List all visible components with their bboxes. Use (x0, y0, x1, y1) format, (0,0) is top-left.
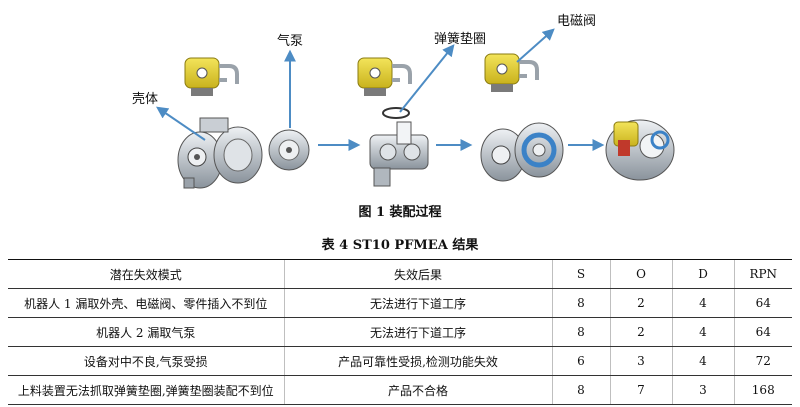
cell-rpn: 168 (733, 375, 792, 405)
callout-solenoid-valve: 电磁阀 (557, 14, 596, 29)
cell-rpn: 72 (733, 346, 792, 376)
header-rpn: RPN (733, 259, 792, 289)
spring-washer-part (382, 107, 410, 119)
callout-spring-washer: 弹簧垫圈 (434, 31, 486, 47)
table-caption: 表 4 ST10 PFMEA 结果 (321, 238, 479, 253)
cell-severity: 8 (551, 288, 610, 318)
table-row: 上料装置无法抓取弹簧垫圈,弹簧垫圈装配不到位 产品不合格 8 7 3 168 (8, 375, 792, 405)
cell-occurrence: 3 (609, 346, 672, 376)
cell-severity: 8 (551, 375, 610, 405)
table-row: 机器人 2 漏取气泵 无法进行下道工序 8 2 4 64 (8, 317, 792, 347)
callout-air-pump: 气泵 (277, 33, 303, 49)
header-detection: D (671, 259, 734, 289)
cell-detection: 3 (671, 375, 734, 405)
callout-arrow-solenoid-valve (516, 28, 555, 63)
final-assembly-part (605, 119, 675, 181)
cell-rpn: 64 (733, 317, 792, 347)
callout-arrow-shell (156, 106, 206, 141)
header-failure-mode: 潜在失效模式 (8, 259, 284, 289)
shell-part (177, 117, 263, 189)
callout-shell: 壳体 (132, 92, 158, 107)
cell-detection: 4 (671, 346, 734, 376)
cell-detection: 4 (671, 288, 734, 318)
cell-failure-mode: 机器人 2 漏取气泵 (8, 317, 284, 347)
cell-occurrence: 2 (609, 317, 672, 347)
cell-rpn: 64 (733, 288, 792, 318)
cell-failure-mode: 上料装置无法抓取弹簧垫圈,弹簧垫圈装配不到位 (8, 375, 284, 405)
cell-failure-effect: 无法进行下道工序 (283, 288, 552, 318)
header-failure-effect: 失效后果 (283, 259, 552, 289)
table-row: 机器人 1 漏取外壳、电磁阀、零件插入不到位 无法进行下道工序 8 2 4 64 (8, 288, 792, 318)
cell-occurrence: 2 (609, 288, 672, 318)
cell-detection: 4 (671, 317, 734, 347)
table-row: 设备对中不良,气泵受损 产品可靠性受损,检测功能失效 6 3 4 72 (8, 346, 792, 376)
shell-with-pump-part (480, 122, 564, 182)
robot-gripper-3 (484, 53, 539, 92)
assembly-process-figure: 壳体 气泵 弹簧垫圈 电磁阀 (132, 14, 675, 189)
pfmea-table: 潜在失效模式 失效后果 S O D RPN 机器人 1 漏取外壳、电磁阀、零件插… (8, 259, 792, 405)
cell-failure-mode: 设备对中不良,气泵受损 (8, 346, 284, 376)
cell-failure-effect: 产品可靠性受损,检测功能失效 (283, 346, 552, 376)
robot-gripper-1 (184, 57, 239, 96)
cell-failure-mode: 机器人 1 漏取外壳、电磁阀、零件插入不到位 (8, 288, 284, 318)
cell-failure-effect: 无法进行下道工序 (283, 317, 552, 347)
cell-severity: 8 (551, 317, 610, 347)
robot-gripper-2 (357, 57, 412, 96)
valve-assembly-part (369, 121, 429, 187)
header-severity: S (551, 259, 610, 289)
figure-caption: 图 1 装配过程 (358, 205, 442, 220)
cell-occurrence: 7 (609, 375, 672, 405)
callout-arrow-spring-washer (399, 44, 455, 113)
table-header-row: 潜在失效模式 失效后果 S O D RPN (8, 259, 792, 289)
cell-failure-effect: 产品不合格 (283, 375, 552, 405)
cell-severity: 6 (551, 346, 610, 376)
air-pump-part (268, 129, 310, 171)
header-occurrence: O (609, 259, 672, 289)
